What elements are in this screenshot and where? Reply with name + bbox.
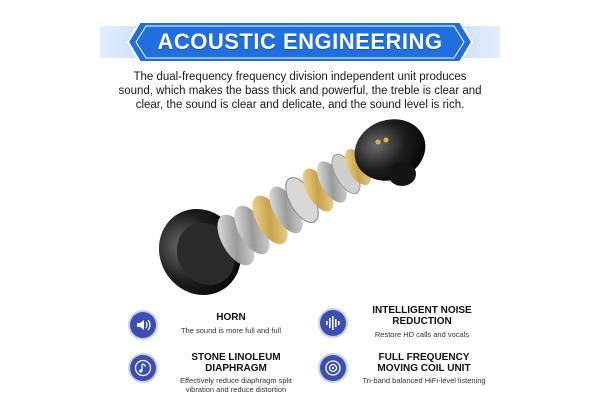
feature-diaphragm: STONE LINOLEUM DIAPHRAGM Effectively red… xyxy=(130,352,310,394)
header-banner: ACOUSTIC ENGINEERING xyxy=(100,18,500,66)
page-title: ACOUSTIC ENGINEERING xyxy=(157,29,443,54)
speaker-icon xyxy=(130,312,156,338)
feature-horn: HORN The sound is more full and full xyxy=(130,312,300,342)
banner-ribbon xyxy=(100,21,500,63)
intro-line: clear, the sound is clear and delicate, … xyxy=(135,99,465,111)
speaker-coil-icon xyxy=(320,355,346,381)
feature-title: STONE LINOLEUM xyxy=(191,352,281,363)
feature-title-line2: MOVING COIL UNIT xyxy=(377,363,471,374)
earbud-exploded-view xyxy=(158,119,426,296)
component-discs xyxy=(217,148,372,266)
feature-title: HORN xyxy=(216,312,246,323)
front-earbud xyxy=(354,119,426,186)
intro-line: The dual-frequency frequency division in… xyxy=(133,71,467,83)
feature-description-line2: vibration and reduce distortion xyxy=(185,385,287,394)
feature-title-line2: REDUCTION xyxy=(392,316,452,327)
feature-title: INTELLIGENT NOISE xyxy=(372,305,472,316)
feature-title: FULL FREQUENCY xyxy=(378,352,470,363)
feature-noise-reduction: INTELLIGENT NOISE REDUCTION Restore HD c… xyxy=(320,305,490,345)
feature-description: Tri-band balanced HiFi-level listening xyxy=(362,376,486,385)
feature-description: Effectively reduce diaphragm split xyxy=(179,376,292,385)
feature-description: Restore HD calls and vocals xyxy=(374,330,470,339)
feature-title-line2: DIAPHRAGM xyxy=(205,363,267,374)
intro-line: sound, which makes the bass thick and po… xyxy=(118,85,482,97)
sound-wave-icon xyxy=(320,310,346,336)
music-note-icon xyxy=(130,355,156,381)
intro-paragraph: The dual-frequency frequency division in… xyxy=(60,70,540,112)
feature-description: The sound is more full and full xyxy=(180,326,282,335)
feature-full-frequency: FULL FREQUENCY MOVING COIL UNIT Tri-band… xyxy=(320,352,495,388)
